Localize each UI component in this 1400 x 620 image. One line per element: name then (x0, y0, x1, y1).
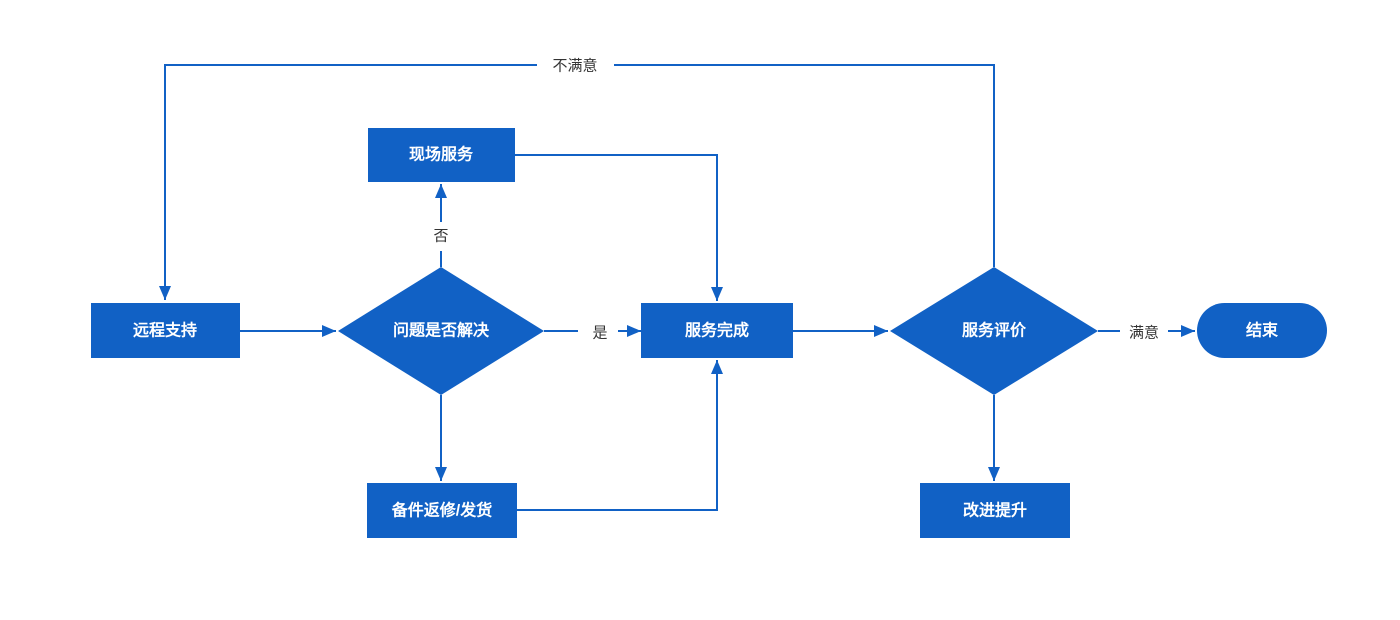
end-label: 结束 (1245, 321, 1279, 340)
node-end[interactable]: 结束 (1197, 303, 1327, 358)
spare-parts-label: 备件返修/发货 (391, 501, 492, 520)
node-service-evaluation[interactable]: 服务评价 (890, 267, 1098, 395)
problem-solved-diamond[interactable] (338, 267, 544, 395)
node-remote-support[interactable]: 远程支持 (91, 303, 240, 358)
service-evaluation-diamond[interactable] (890, 267, 1098, 395)
node-improvement[interactable]: 改进提升 (920, 483, 1070, 538)
node-onsite-service[interactable]: 现场服务 (368, 128, 515, 182)
edge-label-satisfied: 满意 (1129, 324, 1159, 342)
improvement-label: 改进提升 (963, 501, 1027, 520)
node-service-complete[interactable]: 服务完成 (641, 303, 793, 358)
remote-support-label: 远程支持 (133, 321, 197, 340)
improvement-box[interactable] (920, 483, 1070, 538)
node-problem-solved[interactable]: 问题是否解决 (338, 267, 544, 395)
problem-solved-label: 问题是否解决 (393, 321, 490, 340)
edge-label-unsatisfied: 不满意 (552, 57, 597, 75)
edge-onsite-to-complete (515, 154, 723, 301)
edge-spareparts-to-complete (517, 360, 723, 511)
edge-evaluation-to-remote-segment (614, 64, 995, 267)
service-complete-box[interactable] (641, 303, 793, 358)
edge-label-yes: 是 (592, 325, 607, 342)
onsite-service-box[interactable] (368, 128, 515, 182)
spare-parts-box[interactable] (367, 483, 517, 538)
onsite-service-label: 现场服务 (409, 145, 474, 164)
edge-evaluation-to-remote-arrow (159, 64, 537, 300)
edge-label-no: 否 (433, 228, 448, 245)
remote-support-box[interactable] (91, 303, 240, 358)
service-evaluation-label: 服务评价 (962, 321, 1027, 340)
service-complete-label: 服务完成 (685, 321, 749, 340)
end-pill[interactable] (1197, 303, 1327, 358)
node-spare-parts[interactable]: 备件返修/发货 (367, 483, 517, 538)
